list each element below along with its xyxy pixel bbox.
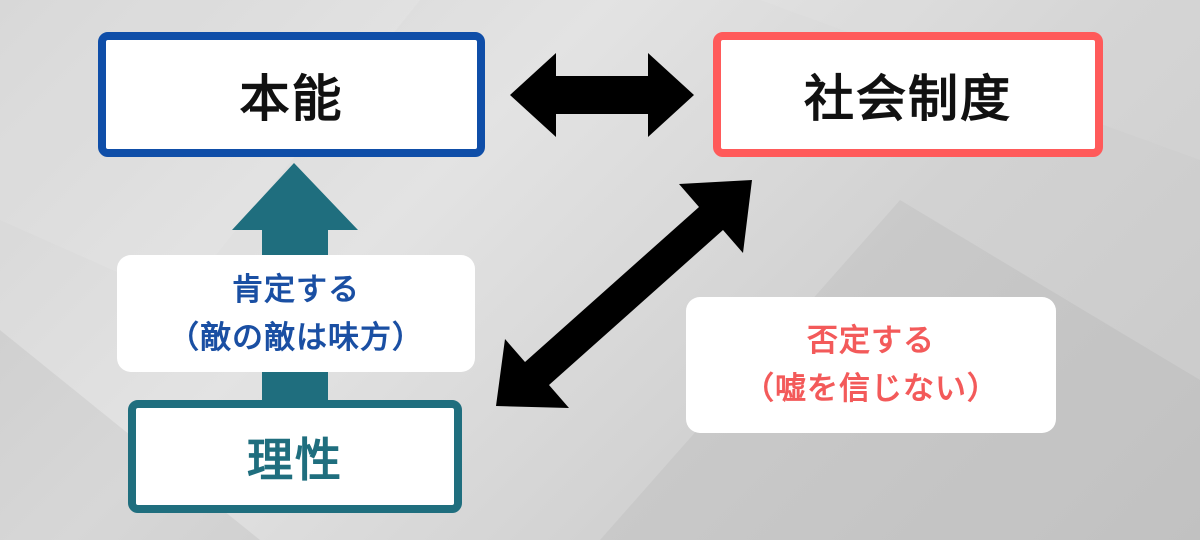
label-deny-line1: 否定する [807,323,935,359]
node-honno: 本能 [98,32,485,157]
node-risei: 理性 [128,400,462,513]
label-affirm-line1: 肯定する [232,271,360,308]
double-arrow-diagonal [496,180,752,408]
label-deny-line2: （嘘を信じない） [743,371,999,407]
label-affirm: 肯定する （敵の敵は味方） [117,255,475,372]
label-affirm-line2: （敵の敵は味方） [168,319,424,356]
label-deny: 否定する （嘘を信じない） [686,297,1056,433]
node-shakai-seido: 社会制度 [713,32,1103,157]
node-honno-text: 本能 [239,69,344,128]
double-arrow-horizontal [510,53,694,137]
node-shakai-seido-text: 社会制度 [804,69,1012,128]
node-risei-text: 理性 [247,432,343,487]
